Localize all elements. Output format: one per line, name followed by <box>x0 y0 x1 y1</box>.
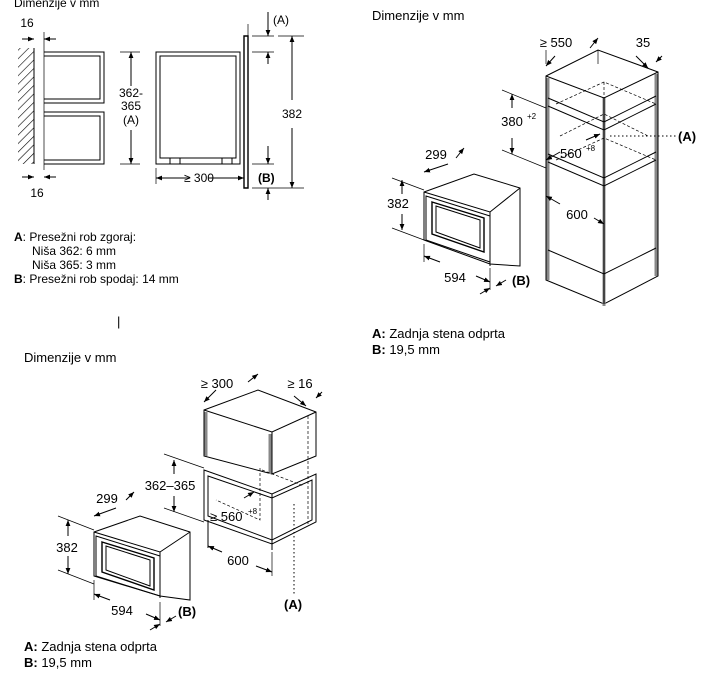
dim-365-line2: 365 <box>121 99 141 113</box>
dim-382: 382 <box>56 540 78 555</box>
note-text: : Presežni rob spodaj: 14 mm <box>22 272 179 286</box>
wall-hatch <box>18 48 34 164</box>
dim-300: ≥ 300 <box>184 171 214 185</box>
dim-594: 594 <box>111 603 133 618</box>
marker-b: (B) <box>512 273 530 288</box>
dim-a-side: (A) <box>123 113 139 127</box>
diagram1-note-b: B: Presežni rob spodaj: 14 mm <box>14 272 179 286</box>
note-a: A: Zadnja stena odprta <box>24 639 158 654</box>
dim-299: 299 <box>425 147 447 162</box>
separator: | <box>117 314 120 329</box>
side-view-diagram: Dimenzije v mm 16 16 362- 365 (A) <box>14 0 304 200</box>
dim-362-365: 362–365 <box>145 478 196 493</box>
note-text: Niša 365: 3 mm <box>32 258 117 272</box>
diagram1-note-niche-362: Niša 362: 6 mm <box>32 244 116 258</box>
dim-560-tol: +8 <box>248 507 258 516</box>
note-text: : Presežni rob zgoraj: <box>22 230 137 244</box>
note-key: B <box>14 272 23 286</box>
dim-380: 380 <box>501 114 523 129</box>
diagram1-note-a: A: Presežni rob zgoraj: <box>14 230 136 244</box>
note-b: B: 19,5 mm <box>24 655 92 670</box>
dim-300: ≥ 300 <box>201 376 233 391</box>
marker-a: (A) <box>273 13 289 27</box>
dim-362-line1: 362- <box>119 86 143 100</box>
dim-600: 600 <box>566 207 588 222</box>
wall-cabinet-diagram: Dimenzije v mm ≥ 300 ≥ 16 362–365 ≥ 560 … <box>24 350 323 670</box>
dim-382: 382 <box>387 196 409 211</box>
marker-a: (A) <box>678 129 696 144</box>
note-a: A: Zadnja stena odprta <box>372 326 506 341</box>
note-b-key: B: <box>24 655 38 670</box>
dim-16: ≥ 16 <box>287 376 312 391</box>
note-b-key: B: <box>372 342 386 357</box>
marker-b: (B) <box>258 171 275 185</box>
dim-560: 560 <box>560 146 582 161</box>
dim-550: ≥ 550 <box>540 35 572 50</box>
note-a-text: Zadnja stena odprta <box>38 639 158 654</box>
note-a-key: A: <box>372 326 386 341</box>
diagram1-note-niche-365: Niša 365: 3 mm <box>32 258 116 272</box>
note-key: A <box>14 230 23 244</box>
dim-380-tol: +2 <box>527 112 537 121</box>
dim-16-bottom: 16 <box>30 186 44 200</box>
note-a-text: Zadnja stena odprta <box>386 326 506 341</box>
dim-382: 382 <box>282 107 302 121</box>
dim-299: 299 <box>96 491 118 506</box>
note-b-text: 19,5 mm <box>386 342 440 357</box>
tall-cabinet-diagram: Dimenzije v mm ≥ 550 35 380 +2 <box>372 8 696 357</box>
diagram3-title: Dimenzije v mm <box>24 350 116 365</box>
diagram1-title: Dimenzije v mm <box>14 0 99 10</box>
marker-b: (B) <box>178 604 196 619</box>
note-b-text: 19,5 mm <box>38 655 92 670</box>
dim-35: 35 <box>636 35 650 50</box>
dim-560: ≥ 560 <box>210 509 242 524</box>
note-a-key: A: <box>24 639 38 654</box>
note-b: B: 19,5 mm <box>372 342 440 357</box>
dim-560-tol: +8 <box>586 144 596 153</box>
marker-a: (A) <box>284 597 302 612</box>
dim-594: 594 <box>444 270 466 285</box>
diagram2-title: Dimenzije v mm <box>372 8 464 23</box>
note-text: Niša 362: 6 mm <box>32 244 117 258</box>
dim-600: 600 <box>227 553 249 568</box>
dim-16-top: 16 <box>20 16 34 30</box>
